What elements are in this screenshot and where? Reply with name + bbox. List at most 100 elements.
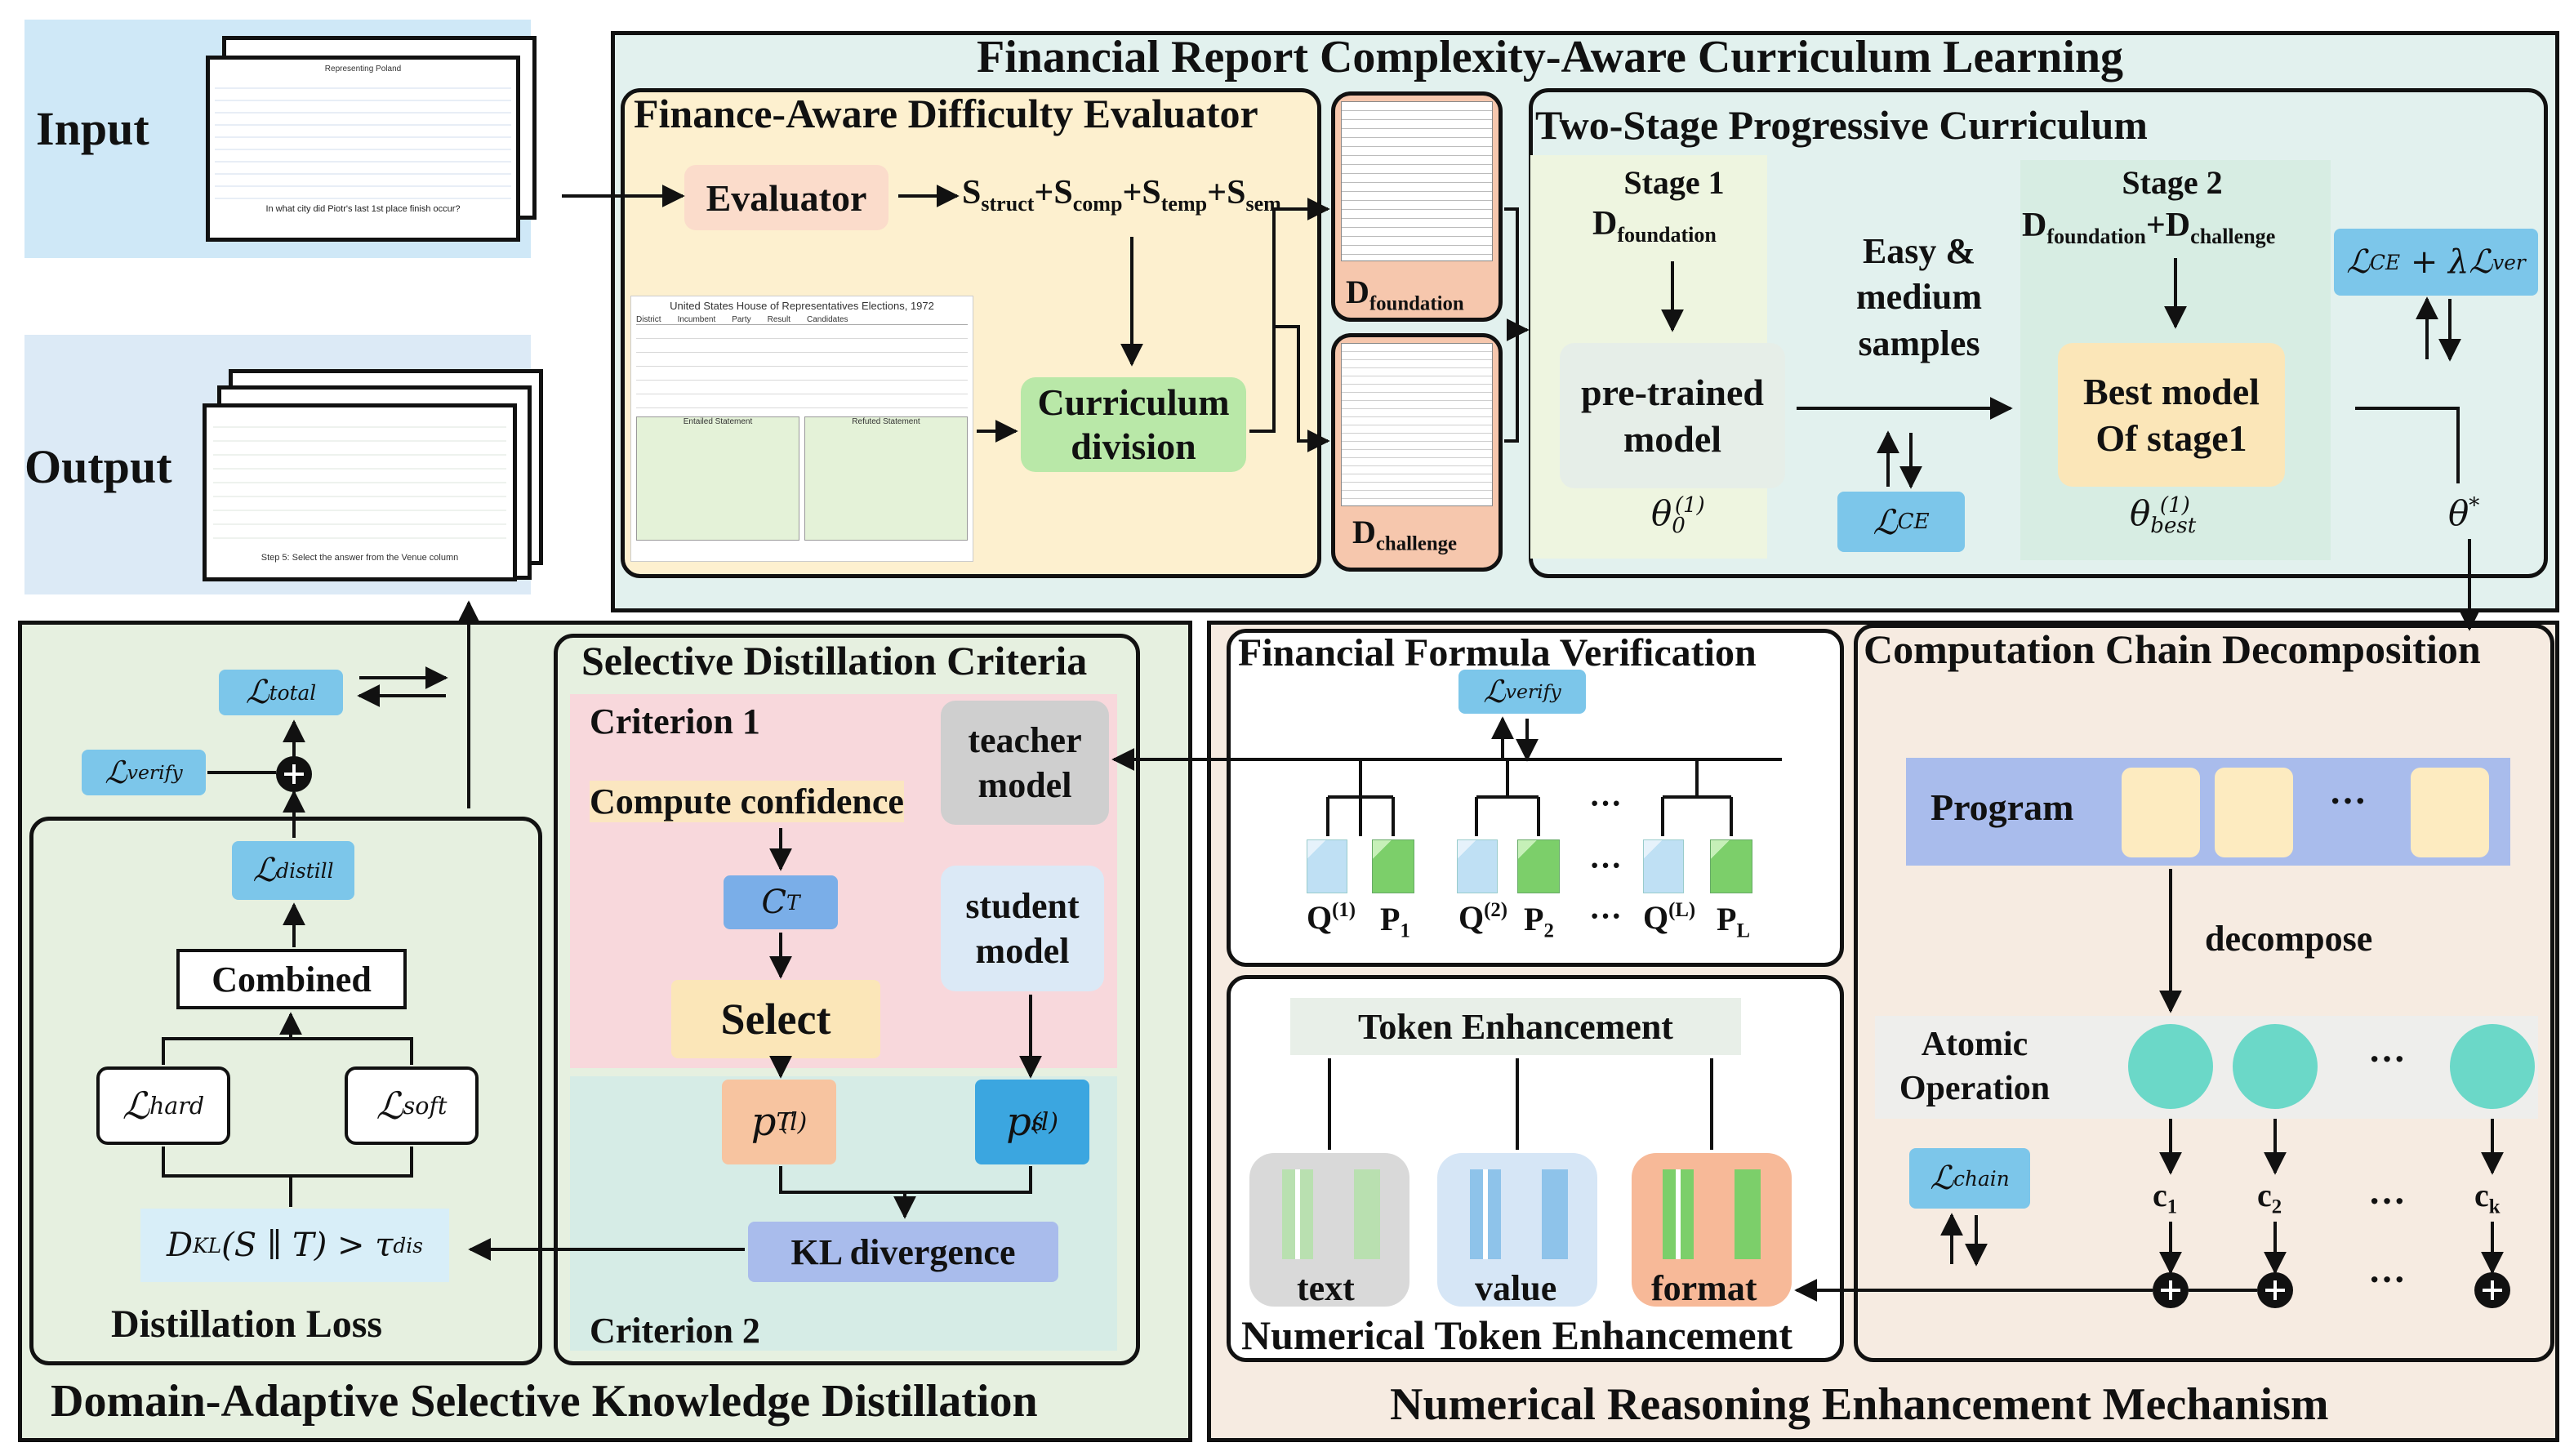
easy-line3: samples: [1858, 323, 1980, 363]
p1-label: P1: [1380, 901, 1410, 942]
atomic-operation-label: Atomic Operation: [1875, 1016, 2074, 1119]
chain-title: Computation Chain Decomposition: [1864, 626, 2481, 672]
atomic-circle-k: [2450, 1024, 2535, 1109]
criterion1-label: Criterion 1: [590, 701, 760, 741]
evaluator-panel-title: Finance-Aware Difficulty Evaluator: [634, 91, 1258, 136]
arrow-kl-cond-to-hardsoft: [162, 1147, 413, 1207]
value-token-label: value: [1475, 1268, 1557, 1308]
two-stage-title: Two-Stage Progressive Curriculum: [1535, 102, 2148, 148]
theta-0: θ0(1): [1651, 493, 1705, 539]
input-table-header: Representing Poland: [324, 65, 402, 73]
teacher-line1: teacher: [968, 720, 1082, 760]
example-col-party: Party: [732, 315, 751, 324]
chain-panel: [1854, 624, 2554, 1362]
theta-star: θ*: [2448, 493, 2480, 533]
program-step-1: [2122, 768, 2200, 857]
student-model-box: student model: [941, 866, 1104, 991]
q1-cube: [1307, 839, 1347, 893]
easy-line1: Easy &: [1862, 231, 1976, 271]
teacher-line2: model: [977, 765, 1072, 805]
ck-label: ck: [2474, 1177, 2501, 1218]
d-foundation-label: Dfoundation: [1346, 274, 1464, 315]
stage1-data: Dfoundation: [1592, 205, 1717, 247]
curriculum-division-box: Curriculum division: [1021, 377, 1246, 472]
value-token-bars: [1470, 1169, 1568, 1259]
formula-ellipsis-1: ···: [1589, 785, 1623, 822]
q2-cube: [1457, 839, 1498, 893]
sum-ellipsis: ···: [2368, 1258, 2407, 1300]
student-line1: student: [965, 886, 1080, 926]
c1-label: c1: [2153, 1177, 2178, 1218]
best-model-line1: Best model: [2083, 370, 2260, 412]
refuted-box: Refuted Statement: [804, 416, 968, 541]
program-step-k: [2411, 768, 2489, 857]
input-label: Input: [36, 102, 149, 155]
example-col-candidates: Candidates: [806, 315, 848, 324]
example-col-district: District: [636, 315, 661, 324]
output-table-rows: [213, 414, 506, 545]
arrow-pt-ps-to-kl: [779, 1166, 1032, 1217]
best-model-box: Best model Of stage1: [2058, 343, 2285, 487]
evaluator-box: Evaluator: [684, 165, 888, 230]
easy-medium-label: Easy & medium samples: [1821, 229, 2017, 367]
formula-ellipsis-2: ···: [1589, 847, 1623, 884]
pl-label: PL: [1717, 901, 1750, 942]
output-screenshot: Step 5: Select the answer from the Venue…: [203, 403, 517, 581]
p2-cube: [1517, 839, 1560, 893]
pretrained-model-box: pre-trained model: [1560, 343, 1785, 488]
token-tree: [1328, 1058, 1713, 1150]
ql-cube: [1643, 839, 1684, 893]
entailed-box: Entailed Statement: [636, 416, 799, 541]
pl-cube: [1710, 839, 1752, 893]
output-label: Output: [24, 440, 172, 493]
input-table-screenshot: Representing Poland In what city did Pio…: [206, 56, 520, 242]
curriculum-title: Financial Report Complexity-Aware Curric…: [977, 32, 2124, 82]
program-bar: [1906, 758, 2510, 866]
example-table-title: United States House of Representatives E…: [670, 300, 934, 312]
c2-label: c2: [2257, 1177, 2282, 1218]
arrow-d-to-two-stage: [1504, 207, 1527, 443]
best-model-line2: Of stage1: [2095, 417, 2247, 459]
pretrained-line2: model: [1623, 418, 1722, 460]
score-formula: Sstruct+Scomp+Stemp+Ssem: [962, 174, 1281, 216]
example-table-rows: [636, 325, 968, 415]
atomic-line1: Atomic: [1921, 1026, 2028, 1064]
input-panel: Input Representing Poland In what city d…: [24, 20, 537, 258]
example-col-result: Result: [767, 315, 790, 324]
example-table-header-row: District Incumbent Party Result Candidat…: [636, 315, 968, 325]
stage2-data: Dfoundation+Dchallenge: [2022, 207, 2276, 249]
output-step-text: Step 5: Select the answer from the Venue…: [261, 553, 459, 563]
program-label: Program: [1930, 786, 2074, 828]
theta-best: θbest(1): [2130, 493, 2197, 539]
example-statements: Entailed Statement Refuted Statement: [636, 416, 968, 541]
numerical-title: Numerical Reasoning Enhancement Mechanis…: [1390, 1379, 2329, 1430]
stage2-title: Stage 2: [2122, 164, 2223, 201]
plus-nodes: [276, 756, 2510, 1308]
d-challenge-thumbnail: [1341, 343, 1493, 506]
token-enhancement-box: Token Enhancement: [1290, 998, 1741, 1055]
ql-label: Q(L): [1643, 899, 1696, 936]
p1-cube: [1372, 839, 1414, 893]
formula-tree-2: [1475, 759, 1540, 836]
curriculum-division-line1: Curriculum: [1037, 381, 1230, 423]
format-token-label: format: [1651, 1268, 1757, 1308]
formula-ellipsis-3: ···: [1589, 897, 1623, 934]
curriculum-division-line2: division: [1071, 425, 1196, 467]
easy-line2: medium: [1856, 277, 1982, 318]
distillation-loss-label: Distillation Loss: [111, 1302, 383, 1346]
atomic-line2: Operation: [1899, 1070, 2051, 1107]
formula-tree-l: [1661, 759, 1733, 836]
arrow-hard-soft-to-combined: [162, 1014, 413, 1065]
stage1-title: Stage 1: [1623, 164, 1725, 201]
